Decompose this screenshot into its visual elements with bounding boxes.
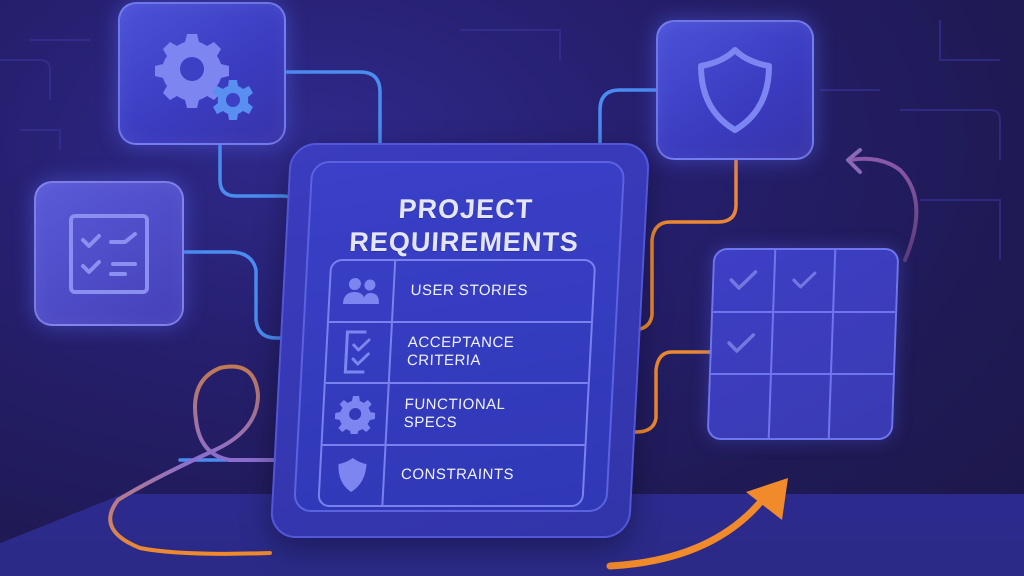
requirements-card: PROJECT REQUIREMENTS USER STORIE <box>269 143 651 538</box>
checklist-node[interactable] <box>34 181 184 326</box>
list-item-constraints[interactable]: CONSTRAINTS <box>319 445 584 505</box>
item-label-line-1: FUNCTIONAL <box>404 395 506 413</box>
shield-outline-icon <box>698 47 772 133</box>
item-label-line-1: ACCEPTANCE <box>407 334 515 352</box>
users-icon <box>342 277 379 304</box>
matrix-cell[interactable] <box>708 375 772 438</box>
title-line-2: REQUIREMENTS <box>348 227 580 257</box>
shield-icon <box>338 458 367 493</box>
matrix-cell-checked[interactable] <box>713 250 776 313</box>
list-item-functional-specs[interactable]: FUNCTIONAL SPECS <box>322 384 588 446</box>
item-label: USER STORIES <box>410 281 529 299</box>
matrix-node[interactable] <box>706 248 900 440</box>
arrow-head-icon <box>746 478 788 520</box>
page-title: PROJECT REQUIREMENTS <box>308 193 621 259</box>
item-label-line-2: SPECS <box>403 413 458 431</box>
requirements-card-screen: PROJECT REQUIREMENTS USER STORIE <box>293 161 626 512</box>
checklist-icon <box>69 213 149 294</box>
matrix-cell[interactable] <box>771 312 835 376</box>
check-icon <box>792 271 817 289</box>
settings-node[interactable] <box>118 2 286 145</box>
item-label: CONSTRAINTS <box>400 466 515 484</box>
gears-icon <box>155 33 253 120</box>
matrix-cell[interactable] <box>832 312 896 376</box>
matrix-cell[interactable] <box>769 375 833 438</box>
matrix-cell-checked[interactable] <box>710 312 774 376</box>
matrix-cell-checked[interactable] <box>773 250 837 313</box>
requirements-list: USER STORIES ACCEPTANCE CRITERIA <box>317 259 597 507</box>
security-node[interactable] <box>656 20 814 160</box>
check-icon <box>727 333 756 353</box>
list-item-user-stories[interactable]: USER STORIES <box>328 261 595 323</box>
list-item-acceptance-criteria[interactable]: ACCEPTANCE CRITERIA <box>325 322 591 384</box>
checklist-icon <box>343 330 371 374</box>
matrix-cell[interactable] <box>830 375 893 438</box>
matrix-cell[interactable] <box>834 250 898 313</box>
gear-icon <box>334 395 376 434</box>
check-icon <box>729 270 758 291</box>
item-label-line-2: CRITERIA <box>406 352 482 370</box>
title-line-1: PROJECT <box>397 194 534 224</box>
